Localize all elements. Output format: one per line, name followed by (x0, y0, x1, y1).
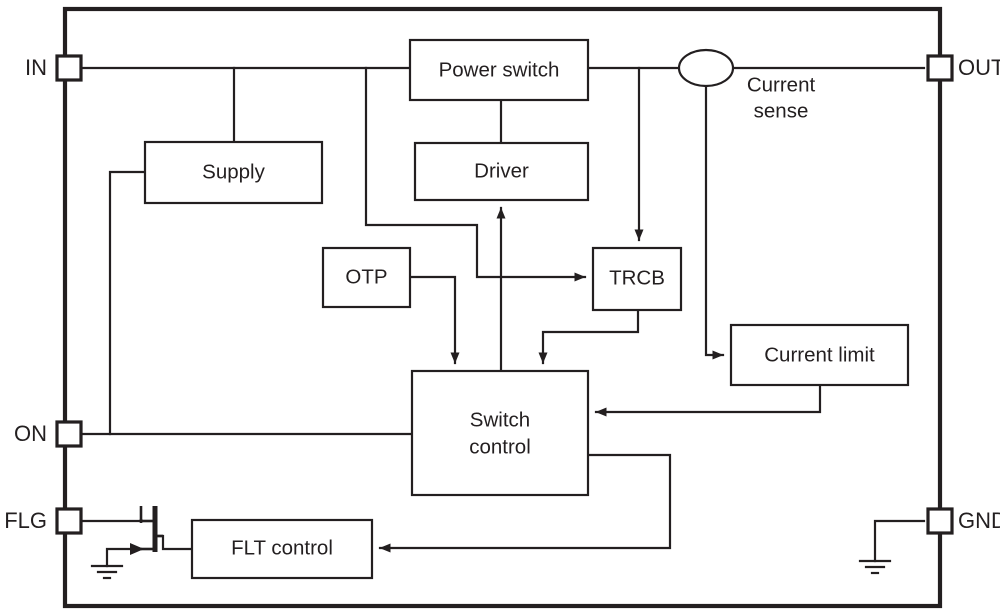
pin-gnd-label: GND (958, 508, 1000, 533)
block-driver-label: Driver (474, 159, 529, 182)
mosfet-body-arrow (130, 543, 144, 555)
wire-otp-to-switch-control (408, 275, 460, 365)
block-current-limit-label: Current limit (764, 343, 875, 366)
block-otp[interactable]: OTP (321, 246, 412, 309)
block-switch-control-label-line2: control (469, 435, 531, 458)
current-sense-ellipse (677, 48, 735, 88)
wire-current-limit-to-switch-control (594, 383, 822, 417)
pin-flg[interactable]: FLG (4, 507, 83, 535)
block-trcb[interactable]: TRCB (591, 246, 683, 312)
pin-gnd[interactable]: GND (926, 507, 1000, 535)
wire-group (79, 66, 926, 568)
flg-ground-symbol (90, 564, 124, 580)
pin-in-label: IN (25, 55, 47, 80)
block-power-switch[interactable]: Power switch (408, 38, 590, 102)
wire-gnd-to-ground-symbol (873, 519, 926, 563)
wire-mosfet-source-to-ground (105, 547, 143, 568)
wire-trcb-to-switch-control (538, 308, 640, 365)
device-outline (62, 6, 943, 609)
wire-flt-control-to-mosfet-gate (153, 534, 194, 551)
block-flt-control-label: FLT control (231, 536, 333, 559)
block-driver[interactable]: Driver (413, 141, 590, 202)
annotation-current-sense-line1: Current (747, 73, 816, 96)
block-switch-control[interactable]: Switch control (410, 369, 590, 497)
blocks-group: Power switch Supply Driver OTP TRCB Curr (143, 38, 910, 580)
wire-switch-control-to-flt-control (378, 453, 672, 553)
block-supply-label: Supply (202, 160, 265, 183)
pin-flg-label: FLG (4, 508, 47, 533)
pins-group: IN OUT ON FLG GND (4, 54, 1000, 535)
annotation-current-sense: Current sense (747, 73, 816, 122)
wire-supply-to-on-rail (108, 170, 147, 436)
block-power-switch-label: Power switch (439, 58, 560, 81)
block-current-limit[interactable]: Current limit (729, 323, 910, 387)
wire-current-sense-to-current-limit (704, 84, 725, 360)
pin-in[interactable]: IN (25, 54, 83, 82)
pin-out[interactable]: OUT (926, 54, 1000, 82)
block-supply[interactable]: Supply (143, 140, 324, 205)
pin-on[interactable]: ON (14, 420, 83, 448)
block-flt-control[interactable]: FLT control (190, 518, 374, 580)
block-otp-label: OTP (345, 265, 387, 288)
pin-on-label: ON (14, 421, 47, 446)
block-trcb-label: TRCB (609, 266, 665, 289)
gnd-ground-symbol (858, 559, 892, 575)
wire-in-to-trcb (364, 66, 587, 282)
flg-mosfet-symbol (130, 506, 163, 555)
block-switch-control-label-line1: Switch (470, 408, 530, 431)
annotation-current-sense-line2: sense (754, 99, 809, 122)
pin-out-label: OUT (958, 55, 1000, 80)
